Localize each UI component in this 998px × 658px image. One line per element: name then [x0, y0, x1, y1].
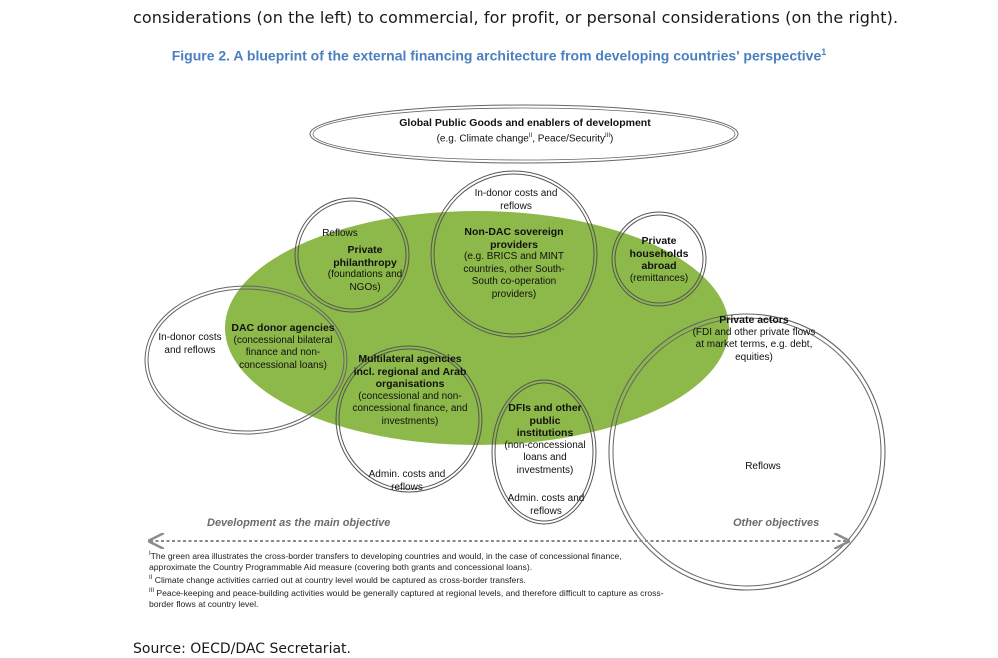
- dfi-note: Admin. costs and reflows: [507, 493, 585, 517]
- philanthropy-circle: [294, 197, 410, 313]
- intro-text: considerations (on the left) to commerci…: [133, 8, 899, 27]
- gpg-ellipse: [309, 104, 739, 164]
- footnote-2: II Climate change activities carried out…: [149, 574, 526, 585]
- axis-right-label: Other objectives: [733, 517, 820, 529]
- households-label: Private households abroad (remittances): [629, 235, 689, 284]
- source-text: Source: OECD/DAC Secretariat.: [133, 641, 351, 657]
- footnote-3: III Peace-keeping and peace-building act…: [149, 587, 664, 609]
- nondac-circle: [430, 170, 598, 338]
- figure-title: Figure 2. A blueprint of the external fi…: [171, 47, 827, 64]
- axis-left-label: Development as the main objective: [207, 517, 391, 529]
- philanthropy-label: Private philanthropy (foundations and NG…: [327, 244, 403, 293]
- dac-label: DAC donor agencies (concessional bilater…: [231, 322, 335, 371]
- gpg-label: Global Public Goods and enablers of deve…: [399, 117, 651, 144]
- footnotes: IThe green area illustrates the cross-bo…: [149, 549, 669, 610]
- nondac-note: In-donor costs and reflows: [474, 188, 558, 212]
- private-circle: [608, 313, 886, 591]
- private-reflows: Reflows: [745, 461, 781, 472]
- multilateral-circle: [335, 345, 483, 493]
- multilateral-note: Admin. costs and reflows: [368, 469, 446, 493]
- dfi-ellipse: [491, 379, 597, 525]
- philanthropy-reflows: Reflows: [322, 228, 358, 239]
- households-circle: [611, 211, 707, 307]
- dac-side-note: In-donor costs and reflows: [158, 332, 222, 356]
- private-label: Private actors (FDI and other private fl…: [692, 314, 816, 363]
- dac-ellipse: [144, 285, 348, 435]
- footnote-1: IThe green area illustrates the cross-bo…: [149, 550, 622, 572]
- nondac-label: Non-DAC sovereign providers (e.g. BRICS …: [463, 226, 565, 300]
- dfi-label: DFIs and other public institutions (non-…: [504, 402, 586, 476]
- multilateral-label: Multilateral agencies incl. regional and…: [352, 353, 468, 427]
